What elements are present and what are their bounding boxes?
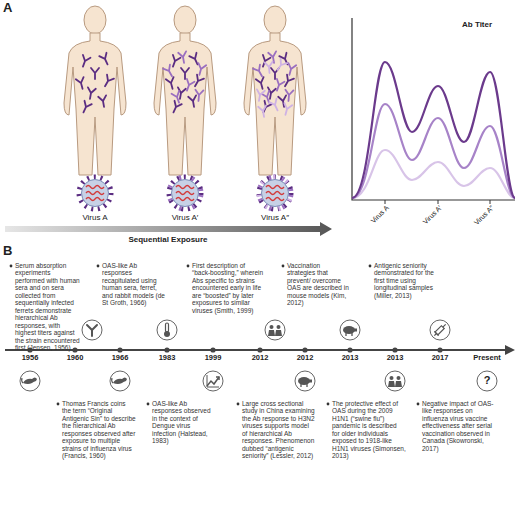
year-label: 2012 bbox=[288, 354, 322, 363]
timeline-event-text: Large cross sectional study in China exa… bbox=[242, 400, 316, 460]
timeline-event-text: The protective effect of OAS during the … bbox=[332, 400, 406, 460]
timeline-icons bbox=[20, 320, 497, 391]
year-label: 2012 bbox=[243, 354, 277, 363]
axis-tick-label: Virus A′ bbox=[410, 204, 444, 238]
year-label: 1956 bbox=[13, 354, 47, 363]
year-label: 1999 bbox=[196, 354, 230, 363]
timeline-event-text: Vaccination strategies that prevent/ ove… bbox=[287, 262, 349, 307]
person-figure bbox=[64, 6, 126, 175]
timeline-event-text: OAS-like Ab responses observed in the co… bbox=[152, 400, 214, 445]
antibody-group bbox=[166, 53, 204, 114]
antibody-group bbox=[253, 51, 296, 104]
virus-particle bbox=[169, 177, 201, 209]
sequence-arrow bbox=[5, 222, 332, 236]
timeline-event-text: Thomas Francis coins the term “Original … bbox=[62, 400, 136, 460]
person-figure bbox=[154, 6, 216, 175]
timeline-event-text: First description of “back-boosting,” wh… bbox=[192, 262, 264, 314]
virus-label: Virus A bbox=[65, 213, 125, 222]
virus-label: Virus A″ bbox=[245, 213, 305, 222]
timeline-event-text: OAS-like Ab responses recapitulated usin… bbox=[102, 262, 166, 307]
year-label: 1960 bbox=[58, 354, 92, 363]
panel-letter: A bbox=[3, 1, 23, 16]
virus-particle bbox=[79, 177, 111, 209]
year-label: 2017 bbox=[423, 354, 457, 363]
titer-chart bbox=[352, 18, 515, 204]
axis-tick-label: Virus A bbox=[357, 204, 391, 238]
axis-tick-label: Virus A″ bbox=[462, 204, 496, 238]
antibody-group bbox=[76, 53, 114, 114]
year-label: 1966 bbox=[103, 354, 137, 363]
arrow-label: Sequential Exposure bbox=[83, 235, 253, 244]
virus-label: Virus A′ bbox=[155, 213, 215, 222]
timeline-event-text: Serum absorption experiments performed w… bbox=[15, 262, 81, 352]
person-figure bbox=[244, 6, 306, 175]
year-label: Present bbox=[465, 354, 509, 363]
antibody-group bbox=[255, 59, 292, 118]
icon-symbol: ? bbox=[477, 374, 497, 387]
year-label: 1983 bbox=[150, 354, 184, 363]
antibody-group bbox=[163, 51, 206, 104]
antibody-group bbox=[256, 53, 294, 114]
timeline-event-text: Antigenic seniority demonstrated for the… bbox=[374, 262, 444, 299]
year-label: 2013 bbox=[333, 354, 367, 363]
virus-particle bbox=[259, 177, 291, 209]
panel-letter: B bbox=[3, 244, 23, 259]
axis-title: Ab Titer bbox=[462, 20, 514, 29]
year-label: 2013 bbox=[378, 354, 412, 363]
timeline-event-text: Negative impact of OAS-like responses on… bbox=[422, 400, 498, 452]
